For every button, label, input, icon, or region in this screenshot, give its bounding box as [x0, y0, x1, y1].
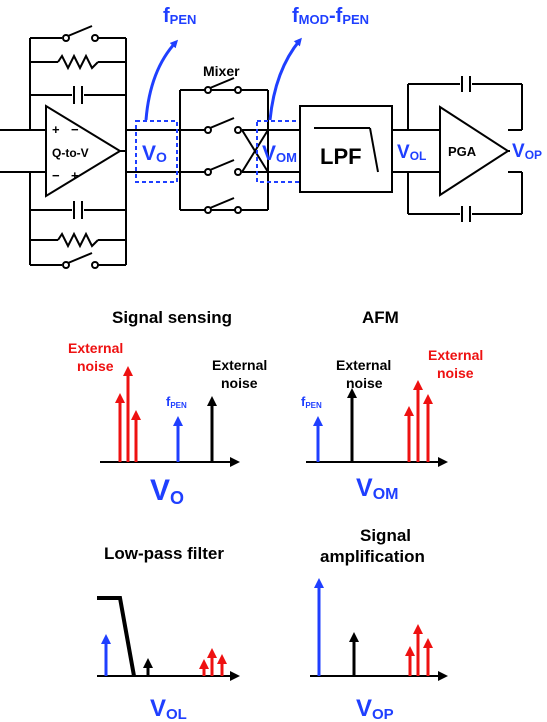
circuit-schematic	[0, 37, 523, 266]
panel1-spikes-spike-2	[123, 366, 133, 462]
amplification-title-line1: Signal	[360, 526, 411, 545]
panel3-spikes-spike-3	[199, 659, 209, 676]
svg-text:VO: VO	[142, 142, 167, 165]
fpen-label-1: fPEN	[166, 394, 187, 410]
panel4-spikes	[314, 578, 433, 676]
node-vol-base: V	[397, 142, 410, 163]
panel3-spikes-spike-5	[217, 654, 227, 676]
panel2-spikes-spike-3	[404, 406, 414, 462]
axis-vom: VOM	[356, 474, 398, 503]
panel2-spikes-spike-1	[313, 416, 323, 462]
amp-minus-bottom: −	[52, 168, 60, 183]
panel2-spikes-spike-2	[347, 388, 357, 462]
svg-text:fMOD-fPEN: fMOD-fPEN	[292, 5, 369, 27]
spectrum-low-pass: Low-pass filter VOL	[97, 544, 240, 722]
feedback-capacitor-top	[72, 86, 84, 104]
lpf-response-curve	[97, 596, 136, 677]
signal-sensing-title: Signal sensing	[112, 308, 232, 327]
fmod-fpen-output-arrow: fMOD-fPEN	[268, 5, 369, 121]
lpf-block: LPF	[299, 105, 393, 193]
panel2-spikes	[313, 380, 433, 462]
svg-text:fPEN: fPEN	[163, 5, 196, 27]
mixer: Mixer	[203, 63, 269, 214]
panel3-spikes-spike-2	[143, 658, 153, 676]
fmod-sub: MOD	[299, 12, 329, 27]
panel4-spikes-spike-2	[349, 632, 359, 676]
feedback-resistor-bottom	[57, 231, 99, 249]
fmod-base: f	[292, 5, 299, 27]
noise-right-line2: noise	[221, 375, 258, 391]
spectrum-amplification: Signal amplification VOP	[310, 526, 448, 722]
fmod-dash: -f	[329, 5, 343, 27]
feedback-switch-bottom	[62, 252, 99, 269]
fpen2-sub: PEN	[342, 12, 369, 27]
lpf-label: LPF	[320, 144, 362, 169]
panel4-spikes-spike-1	[314, 578, 324, 676]
panel4-spikes-spike-5	[423, 638, 433, 676]
panel4-spikes-spike-4	[413, 624, 423, 676]
spectrum-afm: AFM External noise External noise fPEN V…	[301, 308, 483, 503]
feedback-resistor-top	[57, 53, 99, 71]
noise-left-line2: noise	[77, 358, 114, 374]
node-vom: VOM	[256, 120, 301, 183]
panel2-spikes-spike-5	[423, 394, 433, 462]
noise-left-line1: External	[68, 340, 123, 356]
afm-noise-mid-line2: noise	[346, 375, 383, 391]
mixer-label: Mixer	[203, 63, 240, 79]
feedback-switch-top	[62, 25, 99, 42]
afm-noise-mid-line1: External	[336, 357, 391, 373]
noise-right-line1: External	[212, 357, 267, 373]
feedback-capacitor-bottom	[72, 201, 84, 219]
node-vom-sub: OM	[276, 150, 297, 165]
panel1-spikes-spike-5	[207, 396, 217, 462]
panel3-spikes-spike-1	[101, 634, 111, 676]
fpen-label-2: fPEN	[301, 394, 322, 410]
panel4-spikes-spike-3	[405, 646, 415, 676]
node-vo: VO	[135, 120, 178, 183]
axis-vo: VO	[150, 474, 184, 508]
node-vop-sub: OP	[525, 148, 542, 162]
node-vop: VOP	[512, 141, 542, 162]
svg-text:VOM: VOM	[262, 142, 297, 165]
fpen-output-arrow: fPEN	[144, 5, 196, 121]
low-pass-title: Low-pass filter	[104, 544, 224, 563]
q-to-v-amplifier: + − Q-to-V − +	[45, 104, 127, 198]
pga-amplifier: PGA	[439, 76, 510, 222]
node-vo-base: V	[142, 142, 156, 165]
pga-label: PGA	[448, 144, 477, 159]
panel1-spikes	[115, 366, 217, 462]
fpen-out-sub: PEN	[170, 12, 197, 27]
amp-plus-top: +	[52, 122, 60, 137]
panel3-spikes-spike-4	[207, 648, 217, 676]
panel1-spikes-spike-1	[115, 393, 125, 462]
spectrum-signal-sensing: Signal sensing External noise External n…	[68, 308, 267, 508]
axis-vol: VOL	[150, 695, 187, 722]
panel1-spikes-spike-3	[131, 410, 141, 462]
amp-minus-top: −	[71, 122, 79, 137]
panel1-spikes-spike-4	[173, 416, 183, 462]
panel3-spikes	[101, 634, 227, 676]
amp-label: Q-to-V	[52, 146, 89, 160]
afm-noise-right-line1: External	[428, 347, 483, 363]
amplification-title-line2: amplification	[320, 547, 425, 566]
node-vol: VOL	[397, 142, 426, 163]
fpen-out-base: f	[163, 5, 170, 27]
node-vol-sub: OL	[410, 149, 427, 163]
amp-plus-bottom: +	[71, 168, 79, 183]
afm-title: AFM	[362, 308, 399, 327]
axis-vop: VOP	[356, 695, 394, 722]
node-vom-base: V	[262, 142, 276, 165]
panel2-spikes-spike-4	[413, 380, 423, 462]
node-vop-base: V	[512, 141, 525, 162]
node-vo-sub: O	[156, 149, 167, 165]
afm-noise-right-line2: noise	[437, 365, 474, 381]
